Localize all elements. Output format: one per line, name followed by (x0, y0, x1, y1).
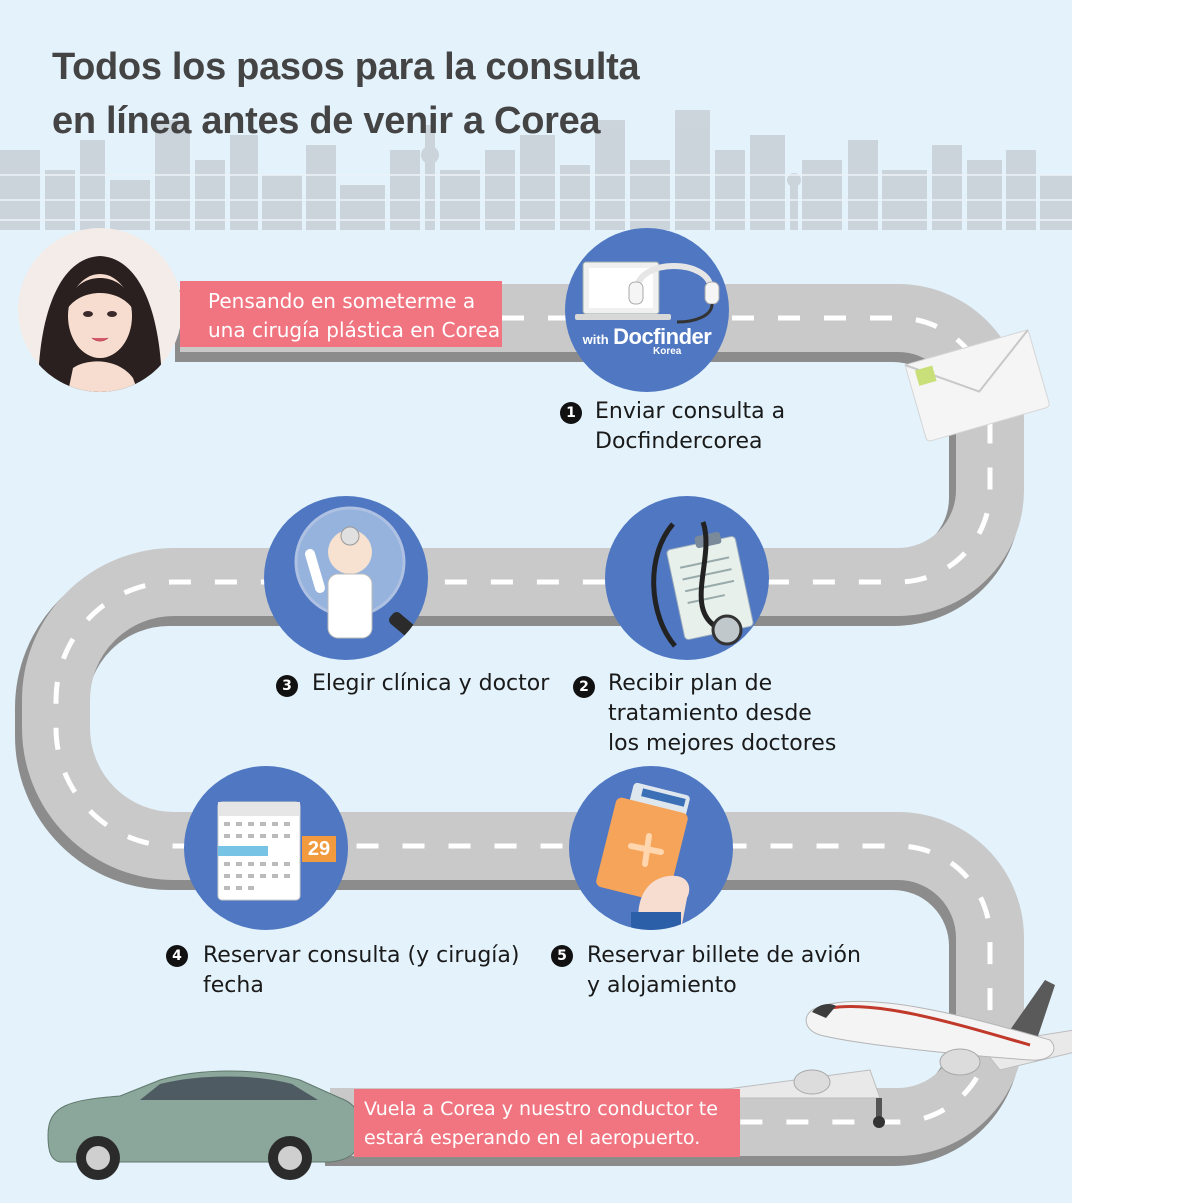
final-banner: Vuela a Corea y nuestro conductor te est… (354, 1089, 740, 1157)
person-icon (18, 228, 182, 392)
intro-banner-line-2: una cirugía plástica en Corea (208, 318, 501, 342)
headset-laptop-icon (575, 261, 720, 324)
calendar-icon (217, 801, 301, 901)
title-line-1: Todos los pasos para la consulta (52, 46, 640, 88)
step-1-text: Enviar consulta a Docfindercorea (595, 397, 785, 457)
step-2-line-3: los mejores doctores (608, 731, 837, 756)
stethoscope-clipboard-icon (651, 521, 754, 648)
final-banner-line-1: Vuela a Corea y nuestro conductor te (364, 1098, 718, 1120)
step-4-line-2: fecha (203, 973, 264, 998)
step-2-line-1: Recibir plan de (608, 671, 773, 696)
airplane-icon (719, 980, 1072, 1128)
step-3-number: 3 (276, 675, 298, 697)
step-2-text: Recibir plan de tratamiento desde los me… (608, 669, 836, 759)
calendar-day-badge: 29 (302, 836, 336, 862)
page-title: Todos los pasos para la consulta en líne… (52, 40, 640, 148)
intro-banner: Pensando en someterme a una cirugía plás… (180, 281, 502, 347)
intro-banner-line-1: Pensando en someterme a (208, 289, 476, 313)
step-2-number: 2 (573, 676, 595, 698)
car-icon (47, 1070, 362, 1180)
step-3-illustration (264, 496, 428, 660)
step-5-illustration (569, 766, 733, 930)
infographic-canvas: Todos los pasos para la consulta en líne… (0, 0, 1072, 1203)
step-5-line-1: Reservar billete de avión (587, 943, 861, 968)
step-4-number: 4 (166, 945, 188, 967)
step-4-text: Reservar consulta (y cirugía) fecha (203, 941, 519, 1001)
logo-name-text: Docfinder (613, 324, 712, 349)
step-1-line-1: Enviar consulta a (595, 399, 786, 424)
docfinder-logo: with Docfinder Korea (575, 324, 719, 357)
final-banner-line-2: estará esperando en el aeropuerto. (364, 1127, 701, 1149)
logo-with-text: with (582, 332, 609, 347)
envelope-icon (904, 329, 1050, 442)
logo-sub-text: Korea (653, 346, 682, 357)
step-1-number: 1 (560, 402, 582, 424)
step-2-illustration (605, 496, 769, 660)
step-5-line-2: y alojamiento (587, 973, 737, 998)
step-3-line-1: Elegir clínica y doctor (312, 671, 550, 696)
step-4-line-1: Reservar consulta (y cirugía) (203, 943, 520, 968)
step-1-line-2: Docfindercorea (595, 429, 763, 454)
road-and-skyline (0, 110, 1072, 1180)
road-lane-marks (53, 315, 993, 1125)
step-5-number: 5 (551, 945, 573, 967)
step-5-text: Reservar billete de avión y alojamiento (587, 941, 861, 1001)
passport-ticket-icon (596, 782, 690, 930)
woman-portrait (18, 228, 182, 392)
step-1-illustration: with Docfinder Korea (565, 228, 729, 392)
step-3-text: Elegir clínica y doctor (312, 669, 549, 699)
step-2-line-2: tratamiento desde (608, 701, 812, 726)
doctor-magnifier-icon (294, 506, 417, 639)
title-line-2: en línea antes de venir a Corea (52, 100, 601, 142)
